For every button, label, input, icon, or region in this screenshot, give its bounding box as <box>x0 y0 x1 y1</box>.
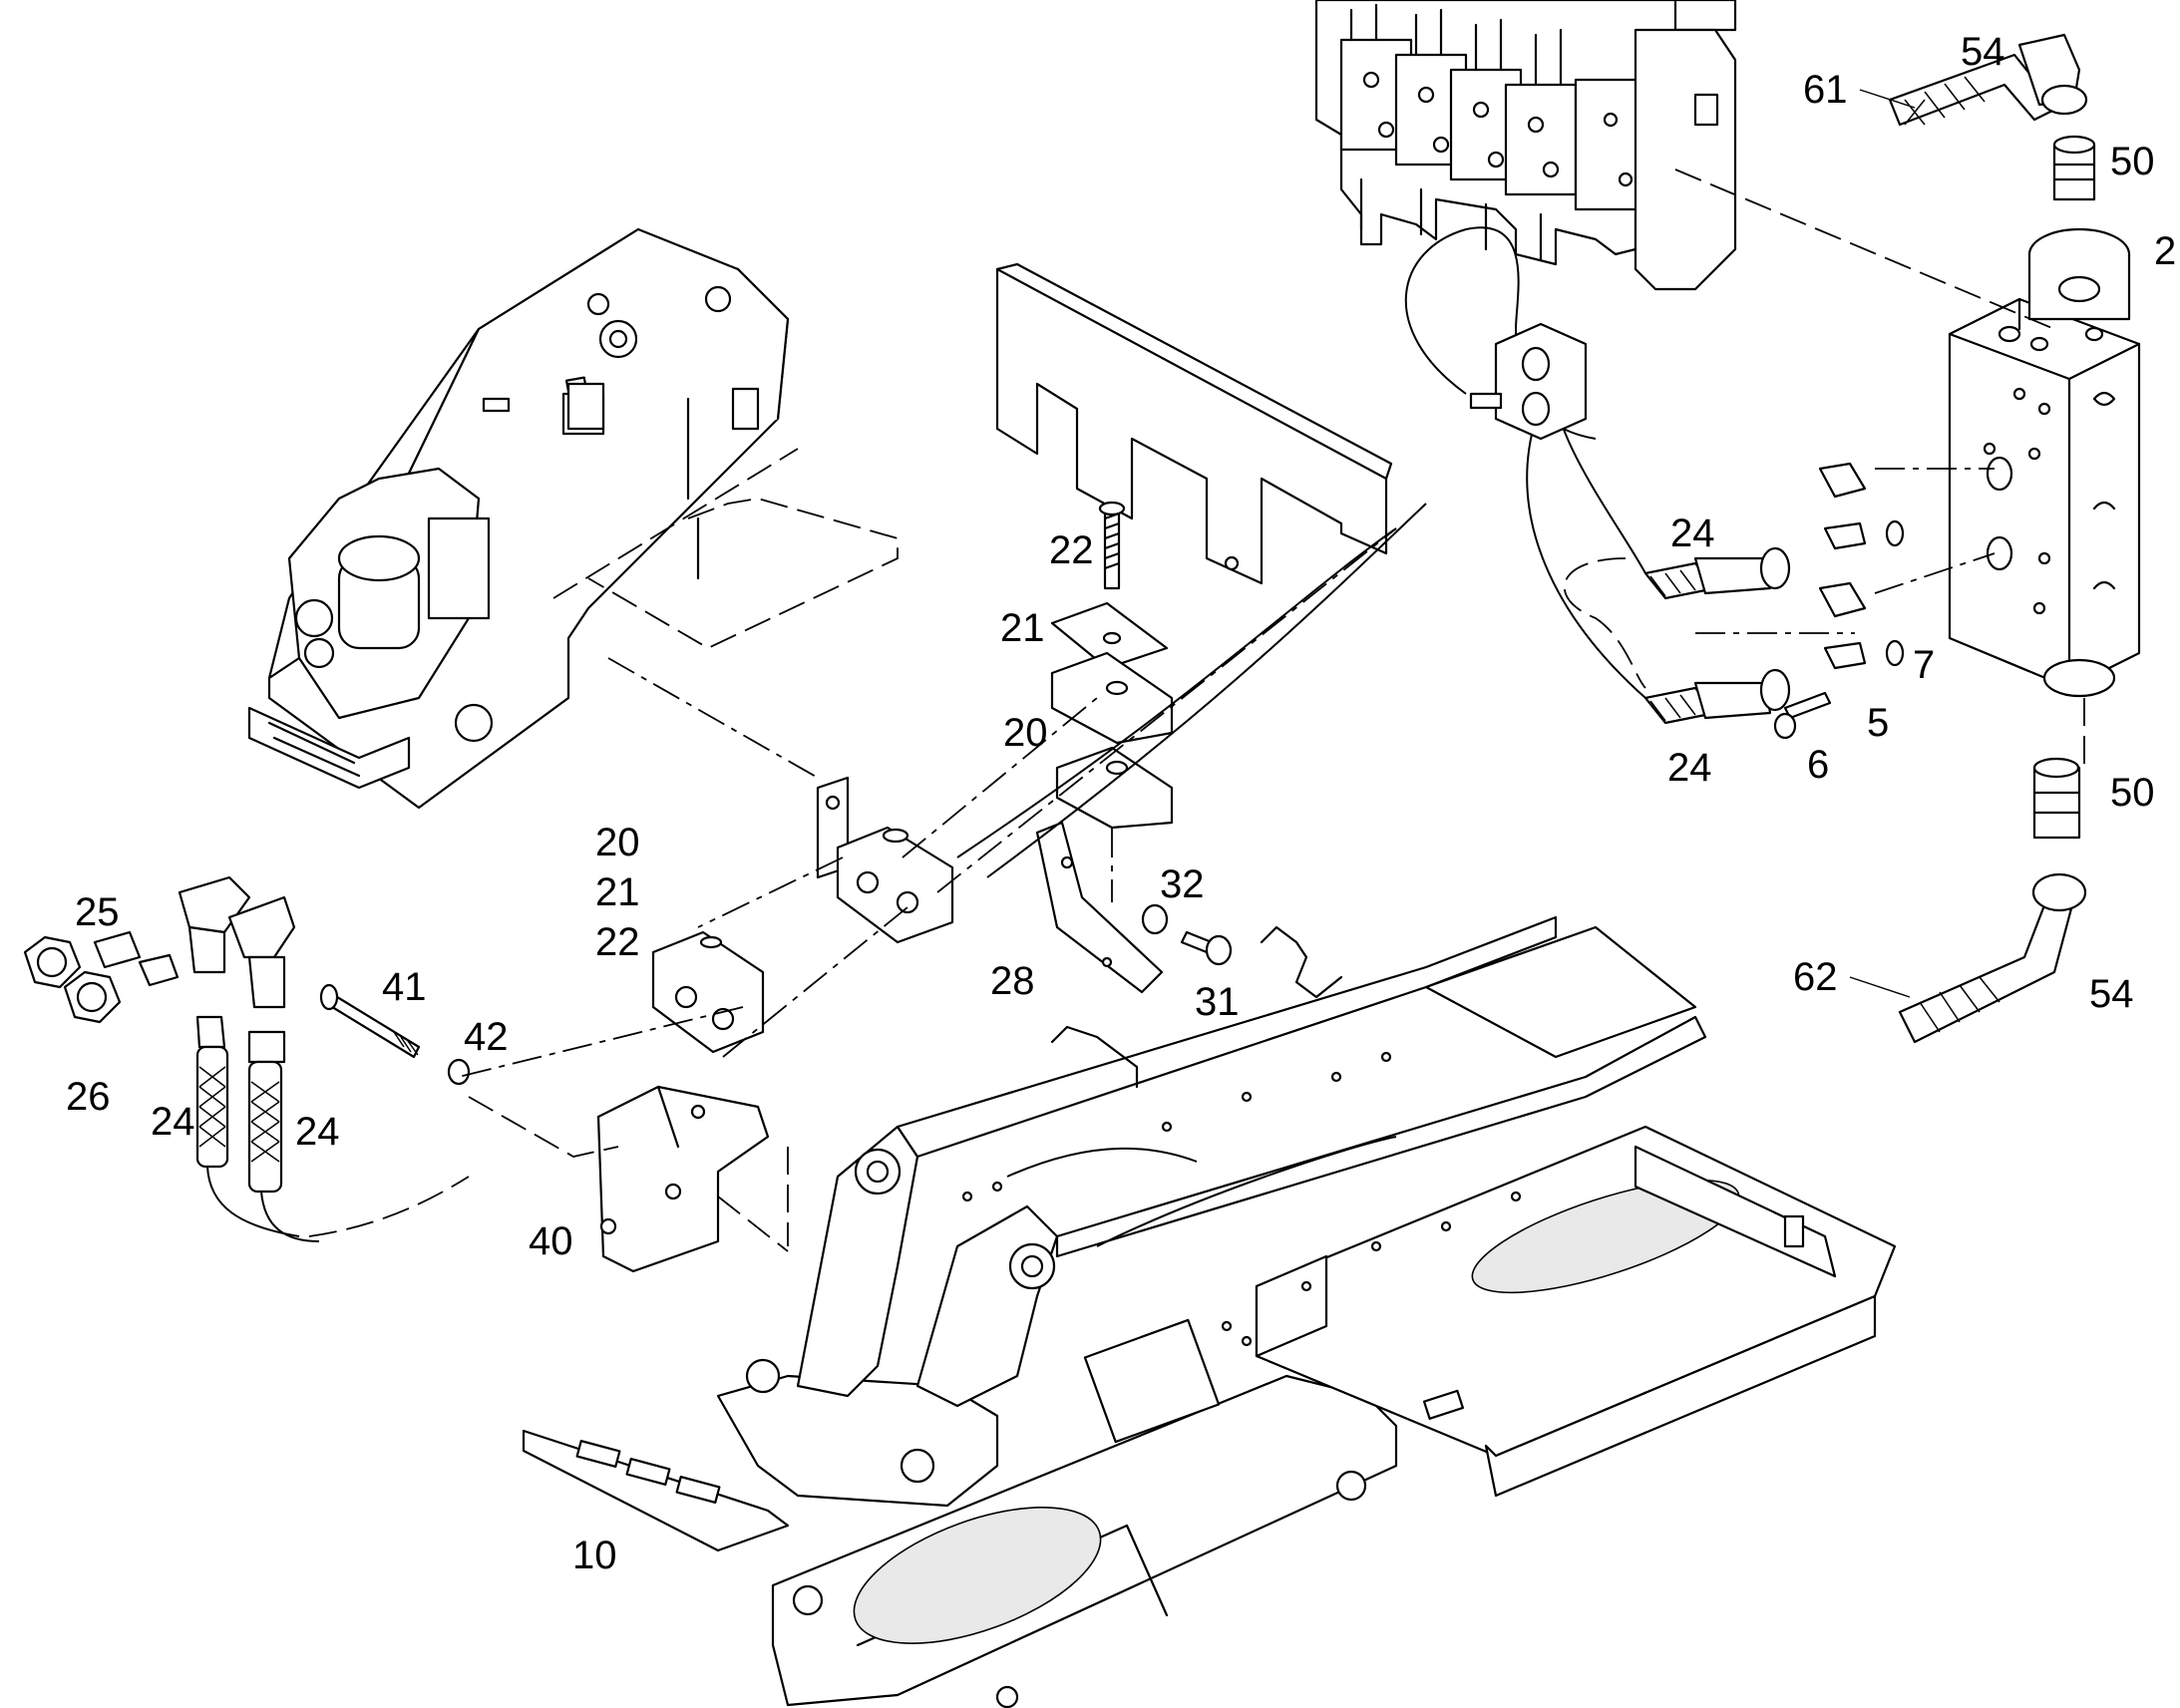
callout-10: 10 <box>572 1534 617 1577</box>
callout-26: 26 <box>66 1075 111 1119</box>
callout-21-top: 21 <box>1000 606 1045 650</box>
callout-22-left: 22 <box>595 920 640 964</box>
bolt-41 <box>319 983 421 1059</box>
support-beam <box>995 262 1393 585</box>
leader-lines <box>1849 89 1916 998</box>
part-10-plate <box>522 1429 790 1552</box>
callout-21-left: 21 <box>595 870 640 914</box>
callout-20-top: 20 <box>1003 711 1048 755</box>
callout-7: 7 <box>1913 643 1935 687</box>
part-28-bracket <box>1035 821 1164 994</box>
washer-32 <box>1141 903 1169 935</box>
fitting-50-top <box>2052 135 2096 201</box>
hose-run-diagonal <box>956 527 1397 858</box>
chassis-frame <box>716 915 1897 1708</box>
callout-20-left: 20 <box>595 821 640 864</box>
control-valve-assembly <box>1314 0 1737 291</box>
clamp-stack-left <box>651 776 954 1054</box>
callout-24-left-b: 24 <box>295 1110 340 1154</box>
callout-62: 62 <box>1793 955 1838 999</box>
callout-22-top: 22 <box>1049 528 1094 572</box>
callout-31: 31 <box>1195 980 1240 1024</box>
valve-block-2 <box>1948 227 2141 698</box>
callout-24-right-upper: 24 <box>1670 512 1715 555</box>
callout-41: 41 <box>382 965 427 1009</box>
hoses-24-left <box>195 1045 320 1242</box>
callout-50-top: 50 <box>2110 140 2155 183</box>
callout-6: 6 <box>1807 743 1829 787</box>
callout-24-left-a: 24 <box>151 1100 195 1144</box>
fitting-50-bottom <box>2032 757 2081 840</box>
callout-32: 32 <box>1160 862 1205 906</box>
callout-42: 42 <box>464 1015 509 1059</box>
assembly-lines <box>308 169 2085 1252</box>
hose-62-54-bottom <box>1898 872 2087 1044</box>
callout-54-bottom: 54 <box>2089 972 2134 1016</box>
hose-loop-lower <box>1526 418 1646 699</box>
hydraulic-tank-module <box>247 227 790 810</box>
callout-50-bottom: 50 <box>2110 771 2155 815</box>
callout-54-top: 54 <box>1961 30 2005 74</box>
callout-61: 61 <box>1803 68 1848 112</box>
bolt-31 <box>1180 930 1233 966</box>
callout-2: 2 <box>2154 229 2176 273</box>
callout-24-right-lower: 24 <box>1667 746 1712 790</box>
hose-clamp-block <box>1469 322 1588 441</box>
callout-25: 25 <box>75 890 120 934</box>
fittings-25-26 <box>23 875 296 1064</box>
callout-labels: 54 61 50 2 22 21 20 24 7 5 6 24 50 62 54… <box>66 30 2176 1577</box>
callout-28: 28 <box>990 959 1035 1003</box>
hoses-24-right <box>1643 462 1905 725</box>
washer-42 <box>447 1058 471 1086</box>
callout-40: 40 <box>529 1219 573 1263</box>
bolt-6 <box>1773 691 1832 740</box>
callout-5: 5 <box>1867 701 1889 745</box>
part-40-bracket <box>596 1085 770 1273</box>
hose-61-54-top <box>1888 33 2088 127</box>
